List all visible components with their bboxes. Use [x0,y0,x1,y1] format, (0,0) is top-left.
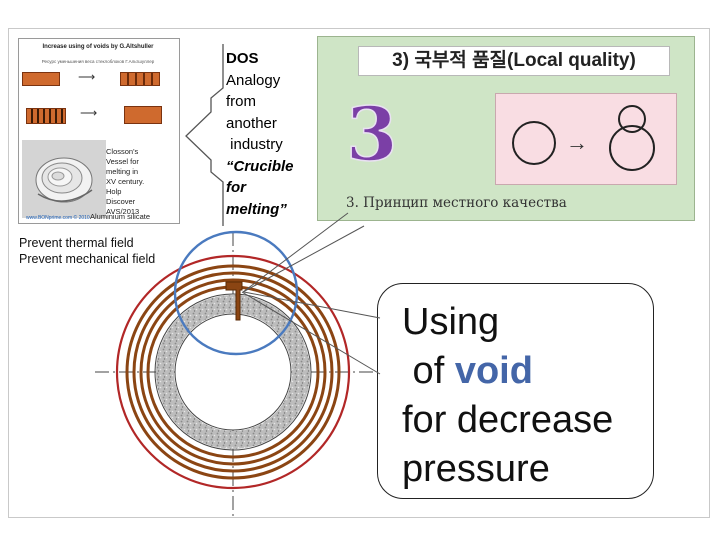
bracket-shape [185,44,224,226]
leader-line [243,291,381,319]
leader-line [241,291,381,375]
callout-text: Using of void for decrease pressure [402,298,613,494]
leader-line [242,212,349,293]
split-circle-bottom [609,125,655,171]
arrow-right-icon: ⟶ [80,106,98,120]
callout-line: pressure [402,448,550,490]
callout-bubble [377,283,654,499]
split-circle-box [495,93,677,185]
dos-label: DOS [226,50,259,67]
dos-line: industry [226,136,283,153]
whole-circle [512,121,556,165]
dos-quote: melting” [226,200,287,218]
brick-voids-2 [26,108,66,124]
local-quality-caption: 3. Принцип местного качества [346,195,567,211]
void-word: void [454,350,533,392]
prevent-mechanical-label: Prevent mechanical field [19,252,156,266]
dos-line: from [226,93,256,110]
slide-frame [8,28,710,518]
photo-source-url: www.BONprime.com © 2010 [26,215,90,221]
dos-line: Analogy [226,71,281,89]
digit-three-graphic: 3 [346,92,398,178]
inset-subtitle: Ресурс уменьшения веса стеклоблоков Г.Ал… [41,59,155,64]
dos-quote: for [226,179,246,196]
arrow-right-icon: → [566,130,588,155]
split-circle-top [618,105,646,133]
leader-line [242,225,365,293]
dos-line: another [226,114,277,132]
prevent-fields-text: Prevent thermal field Prevent mechanical… [19,235,155,267]
zoom-circle [173,230,299,356]
photo-note: Aluminium silicate [90,212,151,221]
prevent-thermal-label: Prevent thermal field [19,236,134,250]
inner-pipe-wall [174,313,292,431]
dos-analogy-text: DOS Analogy from another industry “Cruci… [226,48,326,220]
void-insulation-layer [156,295,310,449]
void-slot [225,281,243,321]
crucible-vessel-photo [22,140,106,218]
inset-title: Increase using of voids by G.Altshuller [42,44,154,50]
callout-line: of void [402,350,533,392]
brick-solid-2 [124,106,162,124]
local-quality-title: 3) 국부적 품질(Local quality) [358,46,670,76]
outer-field-ring [115,254,351,490]
brick-solid-1 [22,72,60,86]
outer-layer-edge [154,293,312,451]
dos-quote: “Crucible [226,157,294,175]
callout-line: for decrease [402,399,614,441]
brick-hollow-1 [120,72,160,86]
arrow-right-icon: ⟶ [78,70,96,84]
photo-caption: Closson's Vessel for melting in XV centu… [106,147,145,216]
callout-line: Using [402,301,500,343]
